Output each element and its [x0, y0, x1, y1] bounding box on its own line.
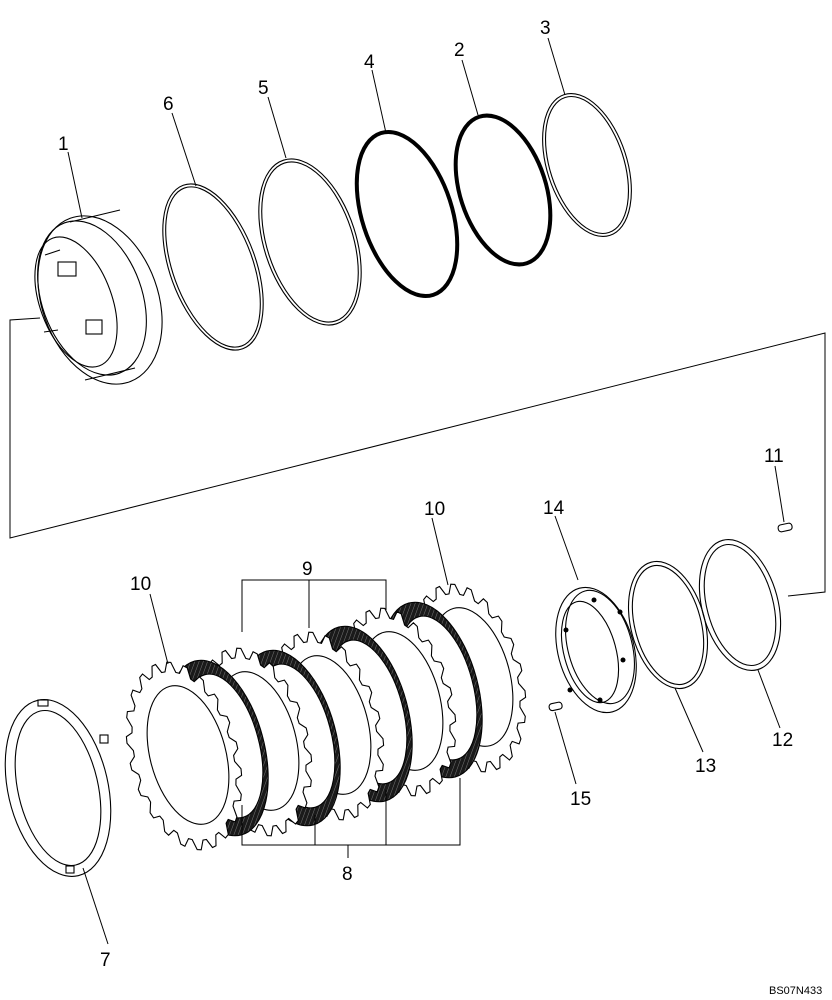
leader-lines — [67, 37, 785, 945]
part-2-seal — [453, 113, 553, 267]
part-1-piston — [34, 209, 163, 385]
callout-10-left: 10 — [130, 574, 151, 595]
callout-4: 4 — [364, 52, 375, 73]
callout-2: 2 — [454, 40, 465, 61]
callout-13: 13 — [695, 756, 716, 777]
assembly-connector-lines — [9, 317, 826, 597]
figure-code: BS07N433 — [769, 985, 822, 997]
part-15-pin — [548, 701, 563, 712]
callout-14: 14 — [543, 498, 565, 519]
part-7-end-plate — [4, 699, 112, 877]
callout-8: 8 — [342, 864, 353, 885]
callout-12: 12 — [772, 730, 793, 751]
part-12-ring — [698, 538, 782, 672]
part-4-seal — [354, 129, 460, 299]
part-5-seal — [258, 158, 362, 326]
part-3-seal — [542, 92, 632, 238]
steel-disc — [125, 661, 243, 851]
callout-9: 9 — [302, 559, 313, 580]
part-14-plate — [555, 586, 637, 714]
callout-11: 11 — [764, 446, 784, 467]
callout-5: 5 — [258, 78, 269, 99]
callout-1: 1 — [58, 134, 69, 155]
callout-10-right: 10 — [424, 499, 445, 520]
callout-6: 6 — [163, 94, 174, 115]
callout-7: 7 — [100, 950, 111, 971]
callout-15: 15 — [570, 789, 591, 810]
callout-labels: 1 2 3 4 5 6 7 8 9 10 10 11 12 13 14 15 — [58, 18, 793, 971]
clutch-discs-group — [125, 583, 527, 851]
part-11-pin — [777, 522, 793, 533]
callout-3: 3 — [540, 18, 551, 39]
part-6-seal — [162, 183, 264, 351]
